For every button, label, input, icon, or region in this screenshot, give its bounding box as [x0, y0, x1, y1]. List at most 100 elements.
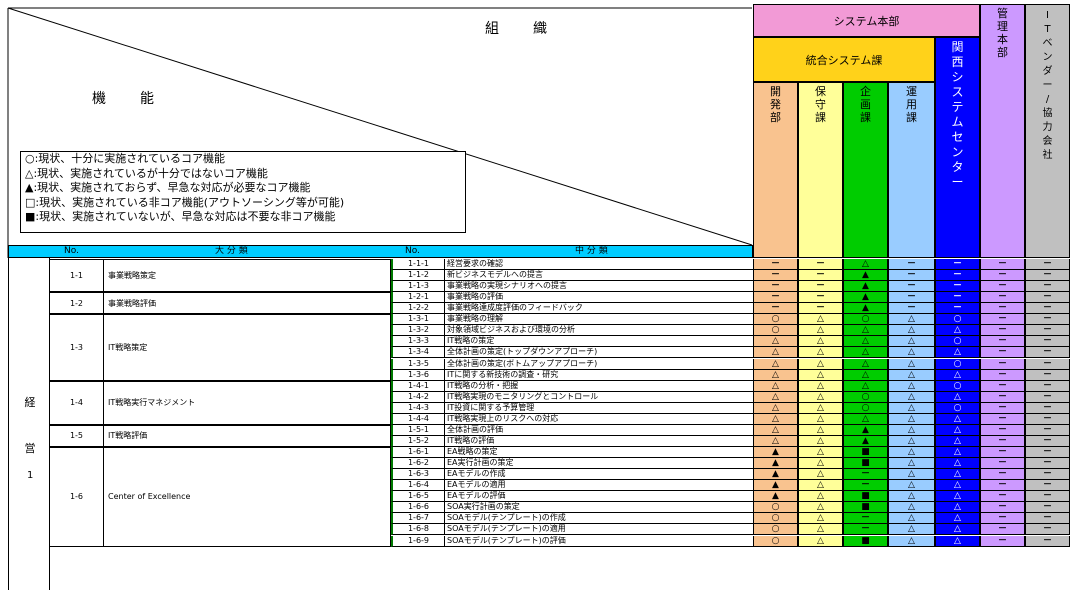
- status-mark-cell: －: [1025, 424, 1070, 436]
- row-number-cell: 1-3-5: [391, 358, 444, 370]
- status-mark-cell: －: [980, 303, 1025, 315]
- system-honbu-header: システム本部: [753, 4, 980, 37]
- col-header-no: No.: [64, 246, 79, 256]
- status-mark-cell: ○: [753, 314, 798, 326]
- status-mark-cell: ▲: [753, 469, 798, 481]
- status-mark-cell: －: [843, 469, 888, 481]
- row-name-cell: 経営要求の確認: [444, 259, 753, 270]
- kinou-label: 機 能: [92, 91, 156, 107]
- status-mark-cell: －: [1025, 491, 1070, 503]
- status-mark-cell: －: [798, 281, 843, 293]
- row-name-cell: SOA実行計画の策定: [444, 502, 753, 514]
- header-char: 用: [906, 98, 917, 111]
- row-number-cell: 1-6-1: [391, 447, 444, 459]
- group-number-cell: 1-3: [50, 314, 104, 381]
- row-number-cell: 1-3-1: [391, 314, 444, 326]
- legend-line-1: ○:現状、十分に実施されているコア機能: [25, 152, 225, 165]
- status-mark-cell: －: [798, 303, 843, 315]
- status-mark-cell: △: [888, 391, 935, 403]
- row-name-cell: IT投資に関する予算管理: [444, 402, 753, 414]
- legend-line-2: △:現状、実施されているが十分ではないコア機能: [25, 166, 268, 180]
- status-mark-cell: △: [935, 391, 980, 403]
- status-mark-cell: －: [980, 325, 1025, 337]
- status-mark-cell: △: [935, 325, 980, 337]
- status-mark-cell: △: [798, 369, 843, 381]
- row-number-cell: 1-4-3: [391, 402, 444, 414]
- left-group-label: 経営: [24, 396, 36, 455]
- status-mark-cell: －: [1025, 314, 1070, 326]
- status-mark-cell: －: [1025, 303, 1070, 315]
- status-mark-cell: ○: [753, 325, 798, 337]
- status-mark-cell: △: [935, 369, 980, 381]
- status-mark-cell: －: [1025, 336, 1070, 348]
- status-mark-cell: △: [843, 325, 888, 337]
- group-number-cell: 1-2: [50, 292, 104, 315]
- status-mark-cell: ▲: [843, 303, 888, 315]
- status-mark-cell: －: [798, 259, 843, 270]
- status-mark-cell: ▲: [753, 458, 798, 470]
- status-mark-cell: ○: [935, 402, 980, 414]
- status-mark-cell: －: [980, 413, 1025, 425]
- header-char: 力: [1042, 122, 1053, 133]
- header-char: 理: [997, 20, 1008, 33]
- hoshu-label: 保守課: [799, 85, 842, 124]
- status-mark-cell: ▲: [753, 491, 798, 503]
- status-mark-cell: －: [1025, 292, 1070, 304]
- status-mark-cell: －: [980, 347, 1025, 359]
- row-name-cell: EAモデルの作成: [444, 469, 753, 481]
- status-mark-cell: △: [888, 458, 935, 470]
- status-mark-cell: △: [935, 447, 980, 459]
- status-mark-cell: －: [753, 303, 798, 315]
- header-char: 課: [815, 111, 826, 124]
- status-mark-cell: △: [888, 380, 935, 392]
- status-mark-cell: △: [843, 413, 888, 425]
- status-mark-cell: △: [888, 524, 935, 536]
- row-number-cell: 1-4-1: [391, 380, 444, 392]
- status-mark-cell: △: [798, 535, 843, 547]
- status-mark-cell: △: [935, 347, 980, 359]
- status-mark-cell: －: [843, 480, 888, 492]
- status-mark-cell: －: [1025, 369, 1070, 381]
- kanri-column-header: 管理本部: [980, 4, 1025, 258]
- row-name-cell: EA戦略の策定: [444, 447, 753, 459]
- header-char: 協: [1042, 108, 1053, 119]
- status-mark-cell: △: [798, 447, 843, 459]
- status-mark-cell: △: [798, 402, 843, 414]
- status-mark-cell: △: [798, 458, 843, 470]
- hoshu-column-header: 保守課: [798, 82, 843, 258]
- header-char: /: [1045, 94, 1050, 105]
- status-mark-cell: －: [980, 281, 1025, 293]
- status-mark-cell: －: [888, 281, 935, 293]
- status-mark-cell: △: [888, 347, 935, 359]
- group-name-cell: IT戦略策定: [104, 314, 391, 381]
- status-mark-cell: ▲: [843, 292, 888, 304]
- status-mark-cell: △: [888, 358, 935, 370]
- status-mark-cell: －: [843, 513, 888, 525]
- status-mark-cell: －: [1025, 524, 1070, 536]
- row-name-cell: 事業戦略達成度評価のフィードバック: [444, 303, 753, 315]
- header-char: 課: [906, 111, 917, 124]
- status-mark-cell: △: [935, 513, 980, 525]
- status-mark-cell: －: [888, 292, 935, 304]
- header-char: 発: [770, 98, 781, 111]
- status-mark-cell: △: [798, 480, 843, 492]
- col-header-no2: No.: [405, 246, 420, 256]
- status-mark-cell: △: [888, 447, 935, 459]
- header-char: 部: [770, 111, 781, 124]
- unyou-column-header: 運用課: [888, 82, 935, 258]
- status-mark-cell: ▲: [753, 480, 798, 492]
- status-mark-cell: △: [753, 424, 798, 436]
- header-char: ダ: [1042, 66, 1053, 77]
- status-mark-cell: △: [753, 369, 798, 381]
- status-mark-cell: －: [1025, 435, 1070, 447]
- status-mark-cell: －: [980, 491, 1025, 503]
- status-mark-cell: ○: [935, 336, 980, 348]
- status-mark-cell: －: [1025, 469, 1070, 481]
- row-name-cell: EAモデルの評価: [444, 491, 753, 503]
- header-char: 関: [951, 40, 964, 54]
- row-name-cell: EA実行計画の策定: [444, 458, 753, 470]
- kikaku-column-header: 企画課: [843, 82, 888, 258]
- status-mark-cell: －: [980, 402, 1025, 414]
- row-number-cell: 1-6-5: [391, 491, 444, 503]
